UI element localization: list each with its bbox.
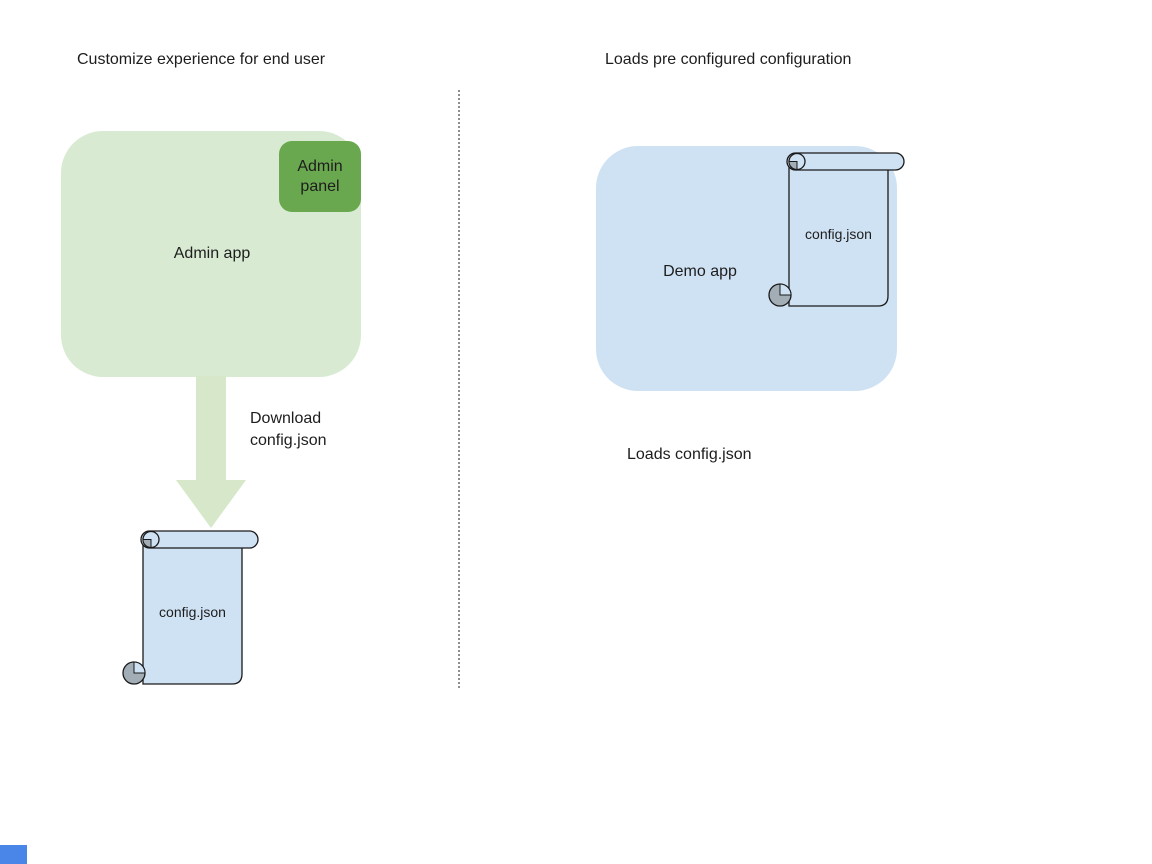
config-file-label: config.json xyxy=(159,604,226,620)
scroll-icon xyxy=(768,152,905,307)
left-section-title: Customize experience for end user xyxy=(77,51,326,68)
section-divider xyxy=(458,90,460,688)
admin-panel-box: Admin panel xyxy=(279,141,361,212)
config-scroll-left: config.json xyxy=(120,528,260,686)
admin-panel-label: Admin panel xyxy=(297,157,343,195)
admin-app-box: Admin app Admin panel xyxy=(61,131,361,377)
scroll-icon xyxy=(122,530,259,685)
loads-config-caption: Loads config.json xyxy=(627,446,752,463)
download-caption: Download config.json xyxy=(250,410,327,449)
config-file-label: config.json xyxy=(805,226,872,242)
download-arrow xyxy=(176,376,246,528)
demo-app-label: Demo app xyxy=(663,263,737,280)
config-scroll-right: config.json xyxy=(766,150,906,308)
right-section-title: Loads pre configured configuration xyxy=(605,51,852,68)
corner-blue-square xyxy=(0,845,27,864)
admin-app-label: Admin app xyxy=(173,245,251,262)
